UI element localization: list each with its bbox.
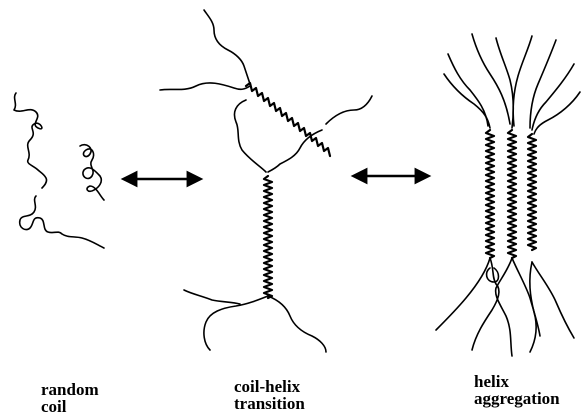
aggregation-strand-top-6 — [530, 40, 556, 128]
transition-chain-right-loop — [268, 130, 322, 172]
aggregation-strand-top-5 — [513, 36, 532, 126]
transition-chain-lower-2 — [184, 290, 240, 304]
helix-aggregation-group — [436, 34, 580, 356]
caption-helix-aggregation: helix aggregation — [474, 373, 560, 407]
transition-chain-upper-1 — [204, 10, 250, 84]
vertical-helix — [264, 176, 272, 298]
aggregation-helix-2 — [508, 130, 516, 258]
random-coil-group — [14, 93, 104, 248]
aggregation-helix-3 — [528, 134, 536, 250]
caption-coil-helix-transition: coil-helix transition — [234, 378, 305, 412]
caption-coil-helix-transition-line-1: coil-helix — [234, 378, 305, 395]
caption-random-coil-line-1: random — [41, 381, 99, 398]
aggregation-strand-top-7 — [532, 64, 574, 130]
aggregation-strand-bottom-6 — [530, 262, 536, 352]
aggregation-strand-bottom-1 — [436, 258, 490, 330]
aggregation-strand-top-1 — [448, 54, 488, 126]
caption-coil-helix-transition-line-2: transition — [234, 395, 305, 412]
aggregation-strand-top-3 — [472, 34, 510, 124]
random-coil-chain-3 — [20, 196, 104, 248]
transition-chain-lower-1 — [204, 296, 268, 350]
coil-helix-transition-group — [160, 10, 372, 352]
aggregation-strand-top-2 — [444, 74, 490, 128]
diagonal-helix — [246, 83, 330, 156]
aggregation-helix-1 — [486, 130, 494, 258]
random-coil-chain-2 — [80, 145, 104, 200]
transition-chain-lower-3 — [268, 296, 326, 352]
aggregation-strand-top-4 — [496, 38, 513, 128]
transition-chain-left-loop — [234, 100, 266, 172]
aggregation-strand-top-8 — [534, 92, 580, 134]
transition-chain-upper-2 — [160, 83, 250, 90]
caption-helix-aggregation-line-1: helix — [474, 373, 560, 390]
aggregation-strand-bottom-2 — [472, 258, 499, 350]
caption-random-coil-line-2: coil — [41, 398, 99, 415]
transition-chain-upper-3 — [326, 96, 372, 124]
caption-random-coil: random coil — [41, 381, 99, 415]
caption-helix-aggregation-line-2: aggregation — [474, 390, 560, 407]
random-coil-chain-1 — [14, 93, 47, 188]
